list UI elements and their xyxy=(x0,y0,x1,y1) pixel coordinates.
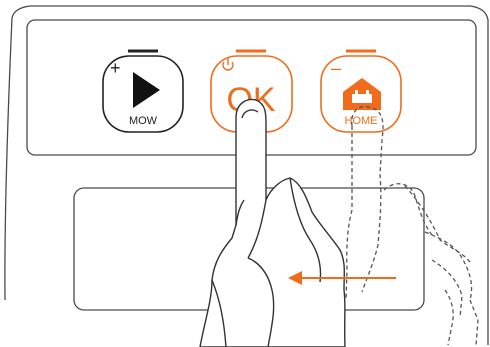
home-minus-sign: – xyxy=(331,58,341,78)
home-label: HOME xyxy=(345,115,378,127)
mow-label: MOW xyxy=(129,115,158,127)
home-button[interactable]: – HOME xyxy=(321,51,401,132)
mow-plus-sign: + xyxy=(110,58,121,78)
mow-button[interactable]: + MOW xyxy=(103,51,183,132)
